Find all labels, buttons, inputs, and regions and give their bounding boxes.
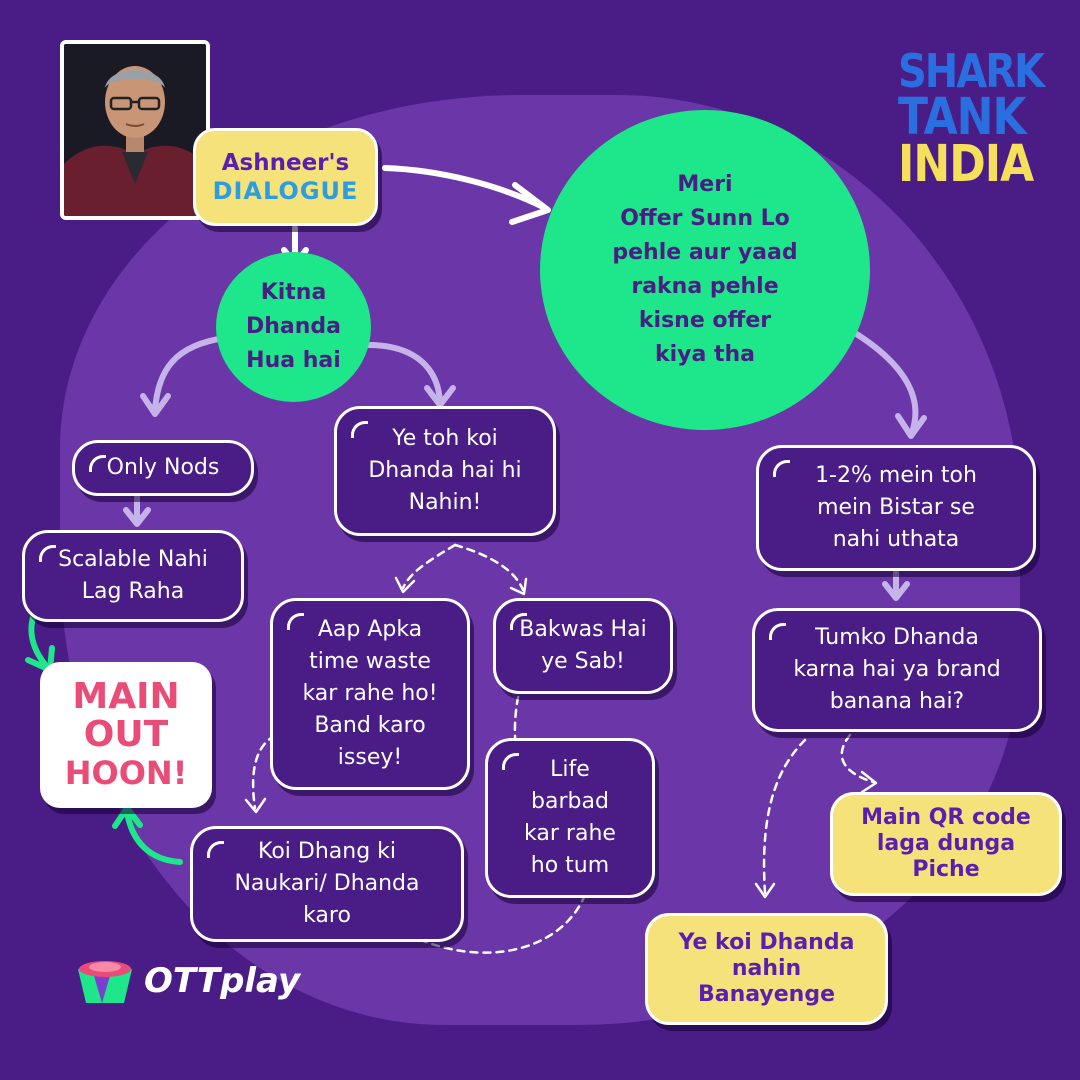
quote-tick-icon bbox=[510, 613, 527, 630]
arrow-kitna-to-onlynods bbox=[152, 335, 228, 413]
node-meri-offer: Meri Offer Sunn Lo pehle aur yaad rakna … bbox=[540, 110, 870, 430]
arrow-header-to-meri bbox=[382, 165, 548, 211]
node-kitna-dhanda: Kitna Dhanda Hua hai bbox=[216, 252, 371, 402]
arrowhead-scalable bbox=[123, 507, 151, 527]
quote-tick-icon bbox=[287, 613, 304, 630]
header-title: DIALOGUE bbox=[212, 177, 359, 205]
main-out-line2: OUT bbox=[83, 714, 169, 755]
node-percent-text: 1-2% mein toh mein Bistar se nahi uthata bbox=[815, 463, 977, 552]
header-box: Ashneer's DIALOGUE bbox=[193, 128, 378, 226]
arrow-meri-to-percent bbox=[847, 327, 919, 435]
node-ye-koi: Ye koi Dhanda nahin Banayenge bbox=[645, 913, 888, 1025]
node-koi-dhang: Koi Dhang ki Naukari/ Dhanda karo bbox=[190, 826, 464, 942]
quote-tick-icon bbox=[773, 460, 790, 477]
node-life: Life barbad kar rahe ho tum bbox=[485, 738, 655, 898]
portrait-photo bbox=[60, 40, 210, 220]
arrow-koidhang-to-mainout bbox=[124, 809, 183, 865]
dash-aap-to-koidhang bbox=[251, 728, 302, 810]
ottplay-logo: OTTplay bbox=[72, 955, 300, 1007]
dash-tumko-to-qr bbox=[840, 733, 875, 784]
arrowhead-tumko bbox=[882, 581, 910, 601]
node-koi-dhang-text: Koi Dhang ki Naukari/ Dhanda karo bbox=[234, 839, 420, 928]
quote-tick-icon bbox=[769, 623, 786, 640]
arrowhead-mainout-bottom bbox=[112, 805, 143, 829]
logo-tank: TANK bbox=[898, 88, 1027, 147]
header-name: Ashneer's bbox=[221, 150, 350, 176]
quote-tick-icon bbox=[502, 753, 519, 770]
dash-head-qr bbox=[860, 770, 878, 794]
main-out-line3: HOON! bbox=[64, 754, 188, 792]
node-scalable-text: Scalable Nahi Lag Raha bbox=[58, 547, 208, 604]
node-aap-apka-text: Aap Apka time waste kar rahe ho! Band ka… bbox=[302, 617, 438, 770]
quote-tick-icon bbox=[39, 545, 56, 562]
arrowhead-meri bbox=[509, 182, 551, 225]
dash-head-koidhang bbox=[244, 797, 267, 814]
arrowhead-onlynods bbox=[140, 393, 171, 417]
dash-head-aap bbox=[394, 576, 416, 594]
dash-yetoh-to-bakwas bbox=[453, 543, 525, 592]
node-aap-apka: Aap Apka time waste kar rahe ho! Band ka… bbox=[270, 598, 470, 790]
quote-tick-icon bbox=[207, 841, 224, 858]
dash-tumko-to-yekoi bbox=[762, 738, 807, 895]
dash-head-yekoi bbox=[754, 882, 776, 899]
node-scalable: Scalable Nahi Lag Raha bbox=[22, 530, 244, 622]
dash-head-bakwas bbox=[509, 577, 528, 596]
quote-tick-icon bbox=[89, 455, 106, 472]
dash-yetoh-to-aap bbox=[401, 543, 457, 590]
arrowhead-percent bbox=[895, 413, 927, 439]
node-life-text: Life barbad kar rahe ho tum bbox=[524, 757, 616, 878]
ottplay-text: OTTplay bbox=[144, 961, 301, 1001]
shark-tank-logo: SHARK TANK INDIA bbox=[898, 47, 1045, 191]
node-only-nods-text: Only Nods bbox=[106, 455, 220, 480]
node-ye-toh-text: Ye toh koi Dhanda hai hi Nahin! bbox=[368, 426, 522, 515]
node-ye-toh: Ye toh koi Dhanda hai hi Nahin! bbox=[334, 406, 556, 536]
node-tumko: Tumko Dhanda karna hai ya brand banana h… bbox=[752, 608, 1042, 732]
node-percent: 1-2% mein toh mein Bistar se nahi uthata bbox=[756, 445, 1036, 571]
arrow-kitna-to-yetoh bbox=[365, 342, 443, 405]
node-bakwas: Bakwas Hai ye Sab! bbox=[493, 598, 673, 694]
main-out-box: MAIN OUT HOON! bbox=[40, 662, 212, 808]
portrait-illustration bbox=[64, 44, 206, 216]
node-bakwas-text: Bakwas Hai ye Sab! bbox=[519, 617, 647, 674]
arrowhead-yetoh bbox=[424, 385, 456, 408]
ottplay-logo-icon bbox=[78, 961, 132, 1003]
node-tumko-text: Tumko Dhanda karna hai ya brand banana h… bbox=[793, 625, 1001, 714]
node-qr-code: Main QR code laga dunga Piche bbox=[830, 792, 1062, 896]
main-out-line1: MAIN bbox=[72, 676, 180, 717]
node-only-nods: Only Nods bbox=[72, 440, 254, 496]
logo-india: INDIA bbox=[898, 135, 1034, 194]
quote-tick-icon bbox=[351, 421, 368, 438]
